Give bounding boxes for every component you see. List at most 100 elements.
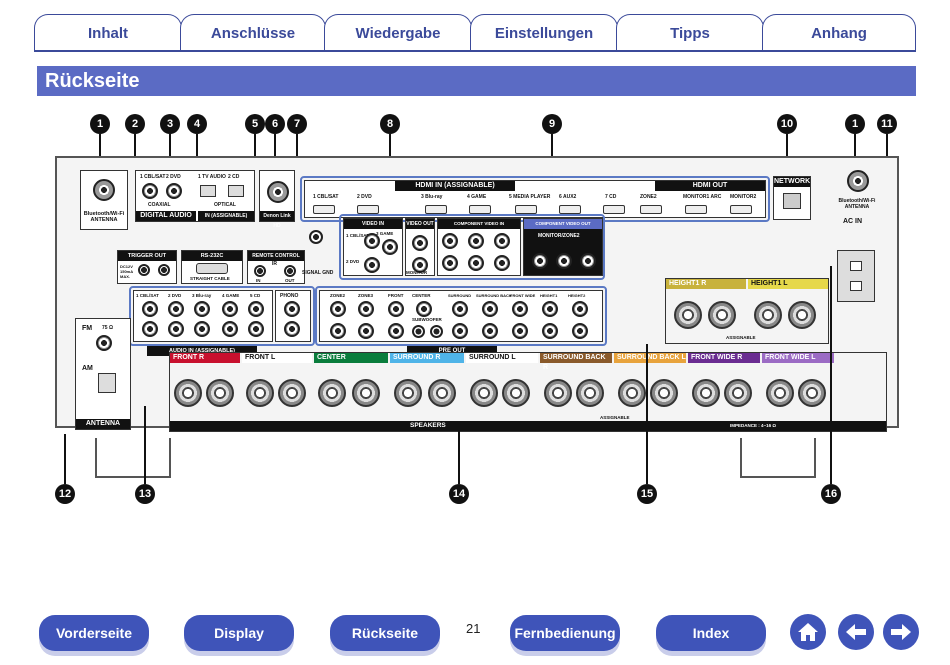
- nav-rueckseite-button[interactable]: Rückseite: [330, 615, 440, 651]
- hdmi-in-6[interactable]: [559, 205, 581, 214]
- audio-in-2r[interactable]: [168, 321, 184, 337]
- preout-surround-l[interactable]: [452, 301, 468, 317]
- tab-anschluesse[interactable]: Anschlüsse: [180, 14, 326, 52]
- phono-l[interactable]: [284, 301, 300, 317]
- height1-l-minus[interactable]: [788, 301, 816, 329]
- component-out-pr[interactable]: [580, 253, 596, 269]
- spk-sb-r-plus[interactable]: [544, 379, 572, 407]
- spk-fw-r-minus[interactable]: [724, 379, 752, 407]
- antenna-connector[interactable]: [93, 179, 115, 201]
- audio-in-5l[interactable]: [248, 301, 264, 317]
- spk-surround-r-plus[interactable]: [394, 379, 422, 407]
- spk-fw-l-minus[interactable]: [798, 379, 826, 407]
- preout-h2-r[interactable]: [572, 323, 588, 339]
- video-in-2[interactable]: [364, 257, 380, 273]
- audio-in-1r[interactable]: [142, 321, 158, 337]
- spk-center-plus[interactable]: [318, 379, 346, 407]
- audio-in-4l[interactable]: [222, 301, 238, 317]
- audio-in-3r[interactable]: [194, 321, 210, 337]
- component-in-2y[interactable]: [442, 255, 458, 271]
- nav-index-button[interactable]: Index: [656, 615, 766, 651]
- spk-front-r-plus[interactable]: [174, 379, 202, 407]
- optical-jack-2[interactable]: [228, 185, 244, 197]
- fm-antenna-jack[interactable]: [96, 335, 112, 351]
- spk-center-minus[interactable]: [352, 379, 380, 407]
- preout-sb-l[interactable]: [482, 301, 498, 317]
- video-out-2[interactable]: [412, 257, 428, 273]
- ir-in-jack[interactable]: [254, 265, 266, 277]
- spk-fw-l-plus[interactable]: [766, 379, 794, 407]
- spk-fw-r-plus[interactable]: [692, 379, 720, 407]
- phono-r[interactable]: [284, 321, 300, 337]
- audio-in-2l[interactable]: [168, 301, 184, 317]
- ac-inlet[interactable]: [837, 250, 875, 302]
- preout-zone3-l[interactable]: [358, 301, 374, 317]
- height1-l-plus[interactable]: [754, 301, 782, 329]
- height1-r-plus[interactable]: [674, 301, 702, 329]
- spk-front-l-plus[interactable]: [246, 379, 274, 407]
- preout-front-l[interactable]: [388, 301, 404, 317]
- preout-fw-l[interactable]: [512, 301, 528, 317]
- preout-fw-r[interactable]: [512, 323, 528, 339]
- component-out-pb[interactable]: [556, 253, 572, 269]
- audio-in-4r[interactable]: [222, 321, 238, 337]
- component-out-y[interactable]: [532, 253, 548, 269]
- hdmi-in-5[interactable]: [515, 205, 537, 214]
- signal-gnd-terminal[interactable]: [309, 230, 323, 244]
- preout-front-r[interactable]: [388, 323, 404, 339]
- preout-sw-2[interactable]: [430, 325, 443, 338]
- spk-surround-l-plus[interactable]: [470, 379, 498, 407]
- ir-out-jack[interactable]: [284, 265, 296, 277]
- component-in-2pr[interactable]: [494, 255, 510, 271]
- preout-h2-l[interactable]: [572, 301, 588, 317]
- forward-button[interactable]: [883, 614, 919, 650]
- trigger-jack-1[interactable]: [138, 264, 150, 276]
- audio-in-5r[interactable]: [248, 321, 264, 337]
- hdmi-in-3[interactable]: [425, 205, 447, 214]
- spk-sb-l-minus[interactable]: [650, 379, 678, 407]
- preout-surround-r[interactable]: [452, 323, 468, 339]
- spk-front-l-minus[interactable]: [278, 379, 306, 407]
- hdmi-out-zone2[interactable]: [640, 205, 662, 214]
- spk-surround-l-minus[interactable]: [502, 379, 530, 407]
- tab-tipps[interactable]: Tipps: [616, 14, 764, 52]
- nav-fernbedienung-button[interactable]: Fernbedienung: [510, 615, 620, 651]
- network-port[interactable]: [783, 193, 801, 209]
- spk-surround-r-minus[interactable]: [428, 379, 456, 407]
- spk-front-r-minus[interactable]: [206, 379, 234, 407]
- back-button[interactable]: [838, 614, 874, 650]
- component-in-1pb[interactable]: [468, 233, 484, 249]
- height1-r-minus[interactable]: [708, 301, 736, 329]
- tab-anhang[interactable]: Anhang: [762, 14, 916, 52]
- nav-vorderseite-button[interactable]: Vorderseite: [39, 615, 149, 651]
- coaxial-jack-1[interactable]: [142, 183, 158, 199]
- component-in-1pr[interactable]: [494, 233, 510, 249]
- preout-center[interactable]: [416, 301, 432, 317]
- am-antenna-terminal[interactable]: [98, 373, 116, 393]
- video-in-1[interactable]: [364, 233, 380, 249]
- optical-jack-1[interactable]: [200, 185, 216, 197]
- video-in-3[interactable]: [382, 239, 398, 255]
- audio-in-3l[interactable]: [194, 301, 210, 317]
- spk-sb-r-minus[interactable]: [576, 379, 604, 407]
- coaxial-jack-2[interactable]: [166, 183, 182, 199]
- denon-link-jack[interactable]: [267, 181, 289, 203]
- hdmi-in-2[interactable]: [357, 205, 379, 214]
- preout-sb-r[interactable]: [482, 323, 498, 339]
- preout-zone2-r[interactable]: [330, 323, 346, 339]
- preout-h1-l[interactable]: [542, 301, 558, 317]
- preout-zone3-r[interactable]: [358, 323, 374, 339]
- hdmi-in-1[interactable]: [313, 205, 335, 214]
- home-button[interactable]: [790, 614, 826, 650]
- nav-display-button[interactable]: Display: [184, 615, 294, 651]
- hdmi-out-monitor1[interactable]: [685, 205, 707, 214]
- audio-in-1l[interactable]: [142, 301, 158, 317]
- tab-inhalt[interactable]: Inhalt: [34, 14, 182, 52]
- hdmi-in-7[interactable]: [603, 205, 625, 214]
- spk-sb-l-plus[interactable]: [618, 379, 646, 407]
- preout-zone2-l[interactable]: [330, 301, 346, 317]
- preout-sw-1[interactable]: [412, 325, 425, 338]
- video-out-1[interactable]: [412, 235, 428, 251]
- component-in-1y[interactable]: [442, 233, 458, 249]
- component-in-2pb[interactable]: [468, 255, 484, 271]
